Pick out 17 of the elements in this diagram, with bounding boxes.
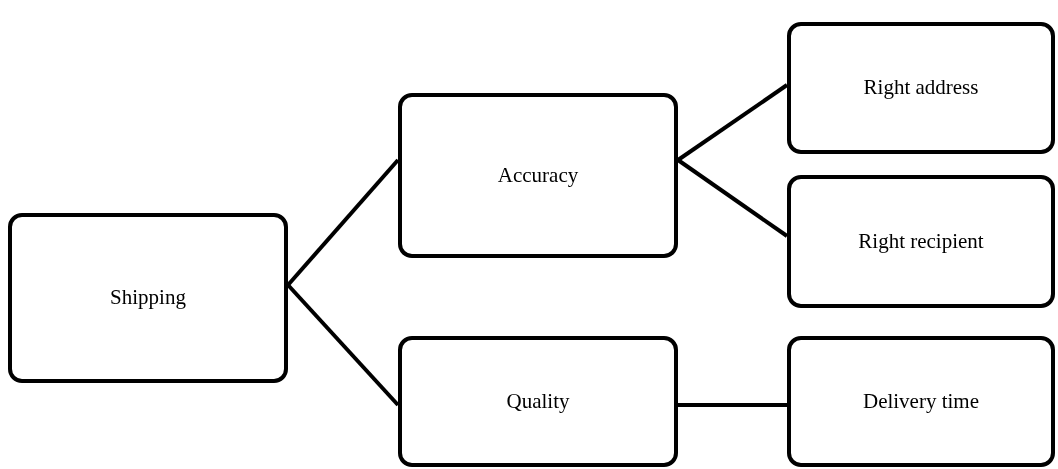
rounded-box: [787, 22, 1055, 154]
box-label: Right address: [863, 75, 979, 101]
rounded-box: [398, 93, 678, 258]
box-label: Right recipient: [858, 228, 984, 255]
box-label: Quality: [506, 388, 570, 415]
box-label: Accuracy: [497, 162, 579, 189]
rounded-box: [787, 175, 1055, 308]
rounded-box: [787, 336, 1055, 467]
connector-line: [676, 83, 789, 162]
connector-line: [676, 158, 789, 238]
connector-line: [678, 403, 787, 407]
connector-line: [286, 283, 400, 407]
rounded-box: [398, 336, 678, 467]
rounded-box: [8, 213, 288, 383]
box-label: Shipping: [110, 285, 186, 311]
box-label: Delivery time: [862, 388, 979, 415]
connector-line: [286, 158, 400, 287]
